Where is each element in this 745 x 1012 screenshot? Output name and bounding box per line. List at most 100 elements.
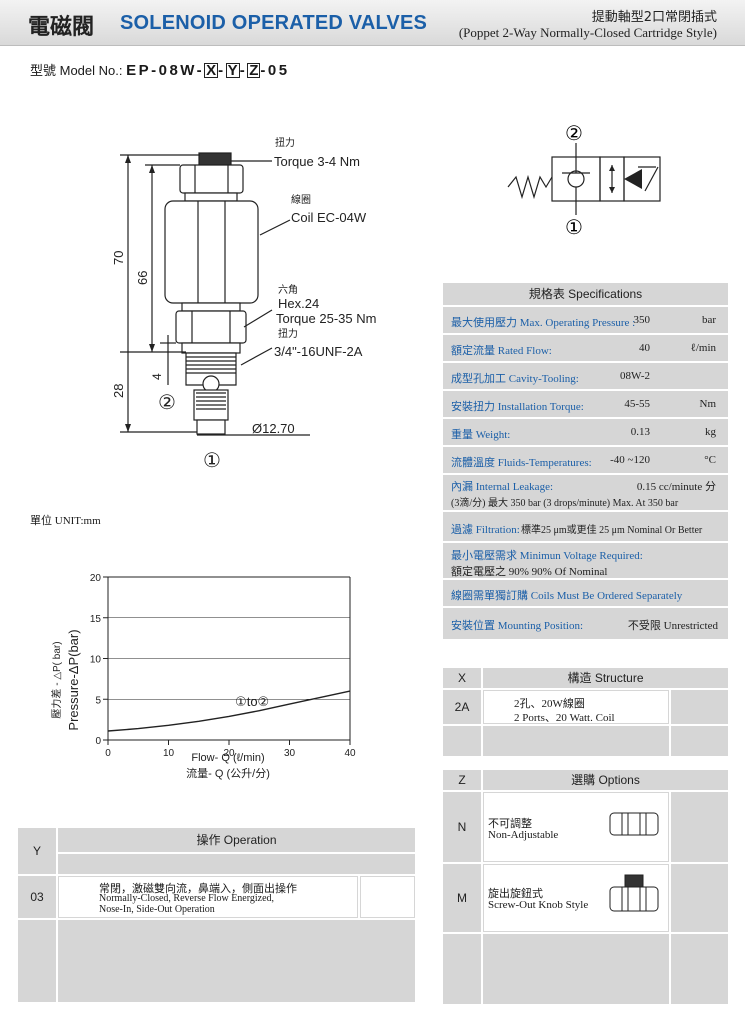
title-zh: 電磁閥: [28, 15, 95, 40]
structure-col-code: X: [443, 668, 481, 688]
spec-unit: kg: [705, 426, 716, 438]
spec-value: 08W-2: [620, 370, 650, 382]
operation-header: 操作 Operation: [58, 828, 415, 852]
spec-unit: bar: [701, 314, 716, 326]
dim-66: 66: [135, 271, 150, 285]
chart-ytick-label: 10: [90, 655, 102, 666]
structure-empty-code: [443, 726, 481, 756]
operation-desc: 常閉，激磁雙向流，鼻端入，側面出操作 Normally-Closed, Reve…: [58, 876, 358, 918]
option-m-desc: 旋出旋鈕式 Screw-Out Knob Style: [483, 864, 669, 932]
spec-mount-label: 安裝位置 Mounting Position:: [451, 620, 584, 632]
thread-label: 3/4"-16UNF-2A: [274, 344, 363, 359]
operation-desc-zh: 常閉，激磁雙向流，鼻端入，側面出操作: [99, 882, 297, 895]
coil-label: Coil EC-04W: [291, 210, 367, 225]
spec-row-filtration: 過濾 Filtration:標準25 μm或更佳 25 μm Nominal O…: [443, 511, 728, 541]
spec-leakage-value: 0.15 cc/minute 分: [636, 481, 716, 493]
screw-out-knob-icon: [609, 874, 659, 912]
chart-xtick-label: 0: [105, 748, 111, 759]
option-n-zh: 不可調整: [488, 817, 532, 830]
non-adjustable-nut-icon: [609, 812, 659, 836]
option-n-code: N: [443, 792, 481, 862]
spec-filtration-label: 過濾 Filtration:: [451, 524, 520, 536]
spec-unit: ℓ/min: [690, 342, 716, 354]
spec-row-mount: 安裝位置 Mounting Position: 不受限 Unrestricted: [443, 607, 728, 639]
unit-label: 單位 UNIT:mm: [30, 515, 101, 527]
structure-desc-zh: 2孔、20W線圈: [514, 698, 585, 710]
operation-subheader: [58, 854, 415, 874]
spec-mount-value: 不受限 Unrestricted: [627, 620, 718, 632]
pressure-flow-curve: [107, 690, 351, 732]
model-y: Y: [225, 62, 240, 79]
spec-leakage-note: (3滴/分) 最大 350 bar (3 drops/minute) Max. …: [451, 498, 679, 509]
structure-empty-extra: [671, 726, 728, 756]
spec-label: 流體溫度 Fluids-Temperatures:: [451, 457, 592, 469]
chart-ylabel-zh: 壓力差 - △P( bar): [50, 641, 63, 718]
spec-label: 成型孔加工 Cavity-Tooling:: [451, 373, 579, 385]
spec-filtration-value: 標準25 μm或更佳 25 μm Nominal Or Better: [521, 525, 703, 536]
valve-drawing: 扭力 Torque 3-4 Nm 線圈 Coil EC-04W 六角 Hex.2…: [111, 136, 376, 472]
hex-label: Hex.24: [278, 296, 319, 311]
spec-value: 40: [639, 342, 650, 354]
structure-extra: [671, 690, 728, 724]
spec-label: 重量 Weight:: [451, 429, 511, 441]
specs-header: 規格表 Specifications: [443, 283, 728, 305]
spec-value: -40 ~120: [610, 454, 650, 466]
spec-row-voltage: 最小電壓需求 Minimun Voltage Required:額定電壓之 90…: [443, 542, 728, 578]
spec-row: 額定流量 Rated Flow: 40 ℓ/min: [443, 334, 728, 361]
model-suffix: -05: [260, 62, 290, 79]
option-m-extra: [671, 864, 728, 932]
chart-xtick-label: 20: [223, 748, 235, 759]
option-m-zh: 旋出旋鈕式: [488, 887, 543, 900]
chart-xtick-label: 30: [284, 748, 296, 759]
spec-label: 安裝扭力 Installation Torque:: [451, 401, 584, 413]
page-header: [0, 0, 745, 46]
option-m-code: M: [443, 864, 481, 932]
spec-coils: 線圈需單獨訂購 Coils Must Be Ordered Separately: [451, 590, 683, 602]
torque-body-label: Torque 25-35 Nm: [276, 311, 376, 326]
dim-diameter: Ø12.70: [252, 421, 295, 436]
chart-ytick-label: 5: [95, 695, 101, 706]
chart-xlabel-zh: 流量- Q (公升/分): [186, 766, 270, 780]
spec-row-leakage: 內漏 Internal Leakage: 0.15 cc/minute 分 (3滴/…: [443, 474, 728, 510]
spec-label: 額定流量 Rated Flow:: [451, 345, 552, 357]
torque-knob-zh: 扭力: [275, 136, 295, 149]
spec-leakage-label: 內漏 Internal Leakage:: [451, 481, 554, 493]
symbol-port-top: ②: [565, 123, 583, 145]
port-2-label: ②: [158, 392, 176, 414]
option-n-en: Non-Adjustable: [488, 829, 559, 841]
hex-zh: 六角: [278, 284, 298, 296]
torque-knob-label: Torque 3-4 Nm: [274, 154, 360, 169]
chart-ylabel: Pressure-ΔP(bar): [66, 629, 81, 730]
spec-value: 0.13: [630, 426, 650, 438]
model-sep-2: -: [239, 62, 248, 79]
spec-voltage-value: 額定電壓之 90% 90% Of Nominal: [451, 566, 608, 578]
operation-empty-code: [18, 920, 56, 1002]
dim-28: 28: [111, 384, 126, 398]
spec-row: 流體溫度 Fluids-Temperatures: -40 ~120 °C: [443, 446, 728, 473]
spec-label: 最大使用壓力 Max. Operating Pressure :: [451, 317, 636, 329]
option-n-desc: 不可調整 Non-Adjustable: [483, 792, 669, 862]
operation-desc-en1: Normally-Closed, Reverse Flow Energized,: [99, 893, 275, 904]
model-x: X: [204, 62, 219, 79]
model-number: 型號 Model No.: EP-08W-X-Y-Z-05: [30, 60, 290, 79]
option-empty-code: [443, 934, 481, 1004]
structure-header: 構造 Structure: [483, 668, 728, 688]
chart-ytick-label: 0: [95, 736, 101, 747]
option-n-extra: [671, 792, 728, 862]
coil-zh: 線圈: [291, 193, 311, 206]
structure-empty-desc: [483, 726, 669, 756]
chart-ytick-label: 15: [90, 614, 102, 625]
dim-70: 70: [111, 251, 126, 265]
chart-xtick-label: 10: [163, 748, 175, 759]
spec-unit: Nm: [699, 398, 717, 410]
option-empty-desc: [483, 934, 669, 1004]
spec-unit: °C: [704, 454, 716, 466]
operation-code: 03: [18, 876, 56, 918]
spec-row: 成型孔加工 Cavity-Tooling: 08W-2: [443, 362, 728, 389]
dim-4: 4: [150, 373, 164, 380]
subtitle-zh: 提動軸型2口常閉插式: [591, 10, 717, 25]
symbol-port-bottom: ①: [565, 217, 583, 239]
